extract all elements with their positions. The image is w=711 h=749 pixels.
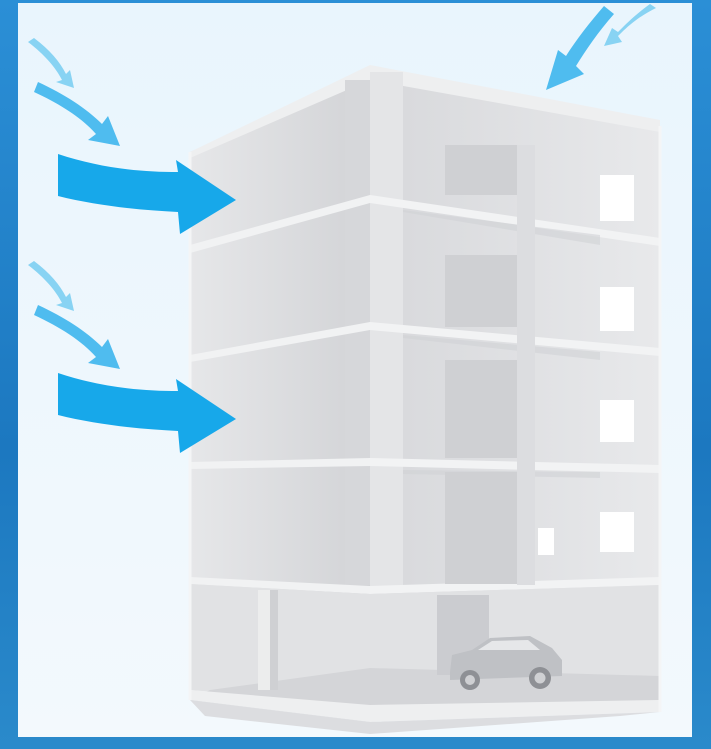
wind-arrow-medium — [34, 82, 120, 146]
building-body — [190, 65, 660, 734]
wind-arrow-light — [28, 38, 74, 88]
window — [600, 175, 634, 221]
window — [600, 400, 634, 442]
descending-arrow-light — [604, 4, 656, 46]
wind-arrow-medium — [34, 305, 120, 369]
wind-arrow-light — [28, 261, 74, 311]
wind-arrows-upper — [28, 38, 236, 234]
window — [600, 287, 634, 331]
descending-arrow — [546, 6, 614, 90]
window — [538, 528, 554, 555]
window — [600, 512, 634, 552]
arrows-top-right — [546, 4, 656, 90]
parking-column — [258, 590, 272, 690]
